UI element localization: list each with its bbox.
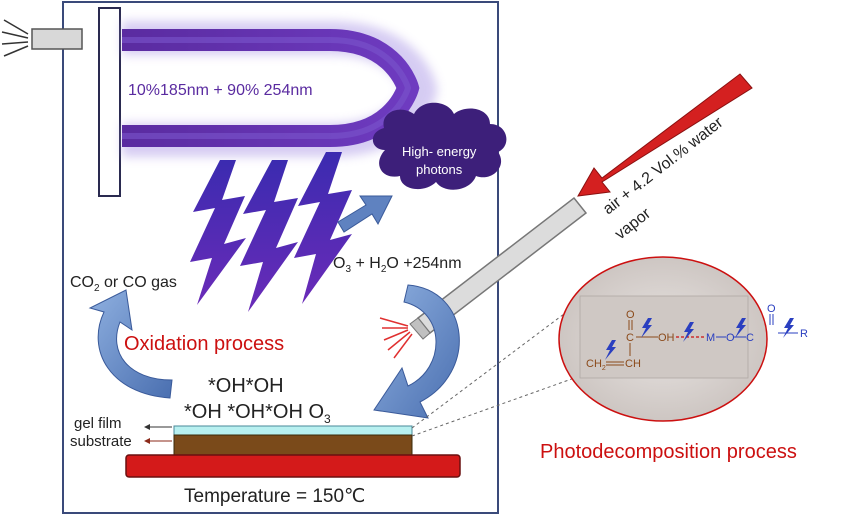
mol-ch2: CH2 [586, 358, 606, 372]
mol-r: R [800, 328, 808, 340]
substrate [173, 434, 413, 456]
arrow-to-cloud-icon [337, 195, 393, 233]
mol-c-right: C [746, 332, 754, 344]
cloud-icon [372, 102, 507, 190]
curved-arrow-left-icon [88, 289, 173, 399]
mol-ch: CH [625, 358, 641, 370]
temperature-label: Temperature = 150℃ [184, 486, 365, 507]
zoom-line-top [411, 301, 581, 429]
photons-label-line1: High- energy [402, 144, 477, 159]
substrate-label: substrate [70, 433, 132, 450]
lamp-label: 10%185nm + 90% 254nm [128, 82, 313, 99]
mol-o-top-left: O [626, 309, 635, 321]
mol-o-top-right: O [767, 303, 776, 315]
photodecomposition-label: Photodecomposition process [540, 441, 797, 463]
mol-m: M [706, 332, 715, 344]
molecule-right: O R [767, 303, 808, 340]
oh-radicals-row1: *OH*OH [208, 375, 284, 397]
lightning-bolt-icon [190, 152, 352, 312]
mol-c-left: C [626, 332, 634, 344]
co2-label: CO2 or CO gas [70, 274, 177, 294]
gel-film-label: gel film [74, 415, 122, 432]
mol-oh: OH [658, 332, 675, 344]
red-arrow-icon [577, 73, 753, 197]
lamp-tube [98, 7, 121, 197]
lamp-bulb-icon [1, 19, 83, 57]
spray-lines-icon [379, 317, 413, 359]
heater-plate-icon [125, 454, 461, 478]
oh-radicals-row2: *OH *OH*OH O3 [184, 401, 331, 426]
mol-o-mid: O [726, 332, 735, 344]
gel-film [173, 425, 413, 436]
ozone-reaction-label: O3 + H2O +254nm [333, 255, 462, 275]
pointer-arrows-icon [144, 424, 172, 444]
photons-label-line2: photons [416, 162, 463, 177]
nozzle-icon [409, 196, 588, 340]
molecule-structure: O C OH CH2 CH M O C [586, 309, 754, 372]
curved-arrow-right-icon [373, 284, 460, 419]
small-bolt-icons [605, 318, 794, 360]
oxidation-label: Oxidation process [124, 333, 284, 355]
